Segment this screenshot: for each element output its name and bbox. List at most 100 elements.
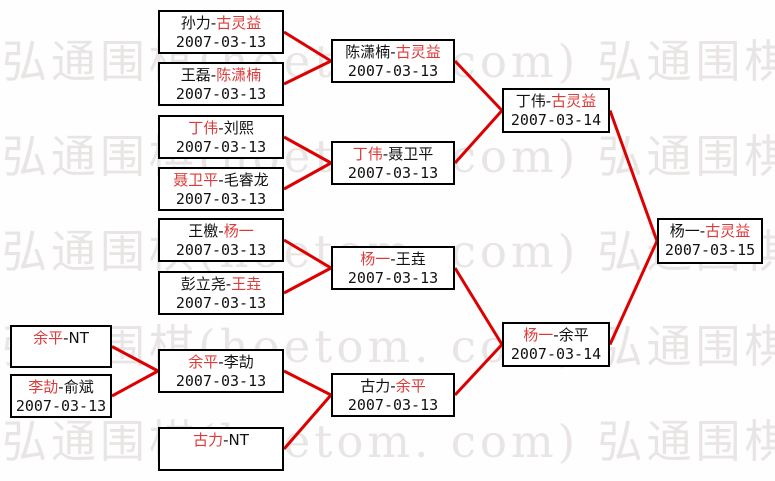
player-name: 古灵益 bbox=[551, 92, 597, 110]
match-players: 李劼-俞斌 bbox=[12, 377, 110, 397]
match-players: 余平-NT bbox=[12, 328, 110, 348]
connector-line bbox=[283, 30, 332, 63]
vs-separator: - bbox=[699, 222, 706, 240]
player-name: 陈潇楠 bbox=[345, 43, 391, 61]
match-date: 2007-03-13 bbox=[175, 241, 267, 259]
match-players: 彭立尧-王垚 bbox=[160, 274, 282, 294]
player-name: 杨一 bbox=[360, 250, 391, 268]
match-players: 陈潇楠-古灵益 bbox=[333, 42, 453, 62]
match-date: 2007-03-13 bbox=[175, 372, 267, 390]
connector-line bbox=[453, 343, 504, 397]
vs-separator: - bbox=[390, 43, 396, 61]
vs-separator: - bbox=[225, 275, 232, 293]
connector-line bbox=[283, 135, 332, 165]
vs-separator: - bbox=[390, 250, 396, 268]
match-date: 2007-03-13 bbox=[15, 397, 107, 415]
player-name: NT bbox=[228, 431, 249, 449]
match-date: 2007-03-13 bbox=[175, 138, 267, 156]
vs-separator: - bbox=[210, 66, 217, 84]
player-name: 丁伟 bbox=[515, 92, 546, 110]
vs-separator: - bbox=[223, 431, 229, 449]
connector-line bbox=[283, 161, 332, 191]
match-players: 聂卫平-毛睿龙 bbox=[160, 170, 282, 190]
match-players: 丁伟-刘熙 bbox=[160, 118, 282, 138]
connector-line bbox=[283, 59, 332, 86]
player-name: 余平 bbox=[33, 329, 64, 347]
match-players: 王磊-陈潇楠 bbox=[160, 65, 282, 85]
player-name: 王檄 bbox=[188, 222, 219, 240]
match-date: 2007-03-13 bbox=[175, 33, 267, 51]
player-name: 古灵益 bbox=[705, 222, 751, 240]
connector-line bbox=[608, 109, 659, 242]
vs-separator: - bbox=[58, 378, 64, 396]
connector-line bbox=[453, 109, 504, 165]
connector-line bbox=[608, 240, 659, 346]
match-date: 2007-03-13 bbox=[347, 396, 439, 414]
player-name: 孙力 bbox=[180, 14, 211, 32]
vs-separator: - bbox=[218, 353, 224, 371]
match-players: 丁伟-聂卫平 bbox=[333, 144, 453, 164]
vs-separator: - bbox=[63, 329, 69, 347]
player-name: 陈潇楠 bbox=[216, 66, 262, 84]
match-date: 2007-03-13 bbox=[175, 85, 267, 103]
player-name: 王垚 bbox=[395, 250, 426, 268]
vs-separator: - bbox=[553, 326, 559, 344]
player-name: 丁伟 bbox=[352, 145, 383, 163]
player-name: NT bbox=[68, 329, 89, 347]
connector-line bbox=[282, 394, 333, 450]
vs-separator: - bbox=[545, 92, 552, 110]
player-name: 李劼 bbox=[223, 353, 254, 371]
match-date: 2007-03-13 bbox=[347, 62, 439, 80]
match-box: 古力-NT bbox=[158, 427, 284, 471]
player-name: 李劼 bbox=[28, 378, 59, 396]
vs-separator: - bbox=[218, 119, 224, 137]
player-name: 刘熙 bbox=[223, 119, 254, 137]
connector-line bbox=[111, 345, 159, 373]
player-name: 余平 bbox=[395, 377, 426, 395]
player-name: 王垚 bbox=[231, 275, 262, 293]
match-players: 丁伟-古灵益 bbox=[504, 91, 608, 111]
vs-separator: - bbox=[390, 377, 396, 395]
vs-separator: - bbox=[382, 145, 389, 163]
match-players: 王檄-杨一 bbox=[160, 221, 282, 241]
match-players: 古力-余平 bbox=[333, 376, 453, 396]
match-date: 2007-03-13 bbox=[347, 269, 439, 287]
match-date: 2007-03-13 bbox=[175, 294, 267, 312]
match-players: 杨一-余平 bbox=[504, 325, 608, 345]
match-date: 2007-03-14 bbox=[510, 345, 602, 363]
player-name: 杨一 bbox=[669, 222, 700, 240]
player-name: 聂卫平 bbox=[173, 171, 219, 189]
connector-line bbox=[283, 369, 332, 397]
match-players: 孙力-古灵益 bbox=[160, 13, 282, 33]
player-name: 古力 bbox=[360, 377, 391, 395]
match-players: 杨一-古灵益 bbox=[659, 221, 761, 241]
player-name: 余平 bbox=[558, 326, 589, 344]
match-date: 2007-03-15 bbox=[664, 241, 756, 259]
connector-line bbox=[453, 59, 504, 112]
player-name: 王磊 bbox=[180, 66, 211, 84]
match-players: 古力-NT bbox=[160, 430, 282, 450]
vs-separator: - bbox=[218, 171, 224, 189]
player-name: 丁伟 bbox=[188, 119, 219, 137]
match-date: 2007-03-13 bbox=[175, 190, 267, 208]
player-name: 俞斌 bbox=[63, 378, 94, 396]
match-box: 余平-NT bbox=[10, 325, 112, 368]
match-date: 2007-03-14 bbox=[510, 111, 602, 129]
connector-line bbox=[283, 266, 332, 295]
